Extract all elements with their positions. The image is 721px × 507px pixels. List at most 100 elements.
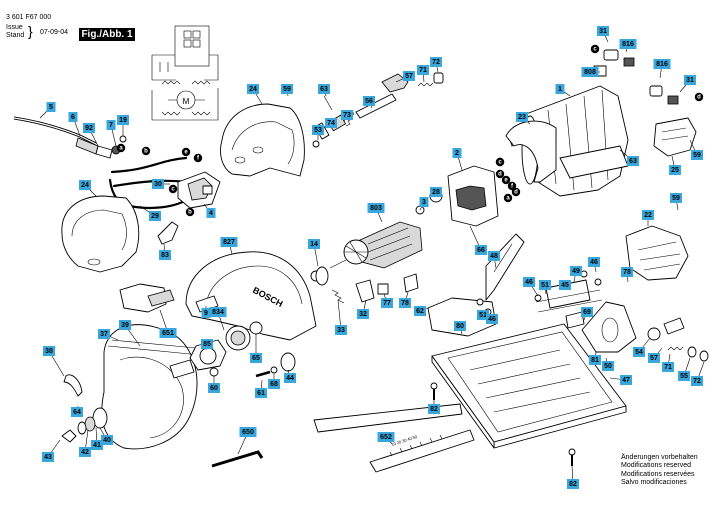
- connector-e-l: e: [181, 147, 191, 157]
- callout-92: 92: [83, 123, 95, 133]
- callout-box: [581, 307, 593, 317]
- issue-brace: }: [28, 23, 33, 39]
- callout-label: 72: [693, 378, 701, 385]
- fan-cover: [653, 117, 697, 157]
- callout-label: 61: [257, 390, 265, 397]
- doc-number: 3 601 F67 000: [6, 14, 52, 21]
- callout-box: [43, 346, 55, 356]
- callout-box: [620, 375, 632, 385]
- callout-82a: 82: [428, 404, 440, 414]
- callout-box: [428, 404, 440, 414]
- callout-label: 651: [162, 330, 174, 337]
- callout-label: 803: [370, 205, 382, 212]
- connector-b-l: b: [141, 146, 151, 156]
- callout-box: [597, 26, 609, 36]
- callout-box: [539, 280, 551, 290]
- callout-label: 30: [154, 181, 162, 188]
- callout-9: 9: [201, 308, 211, 318]
- callout-box: [239, 427, 257, 437]
- callout-42: 42: [79, 447, 91, 457]
- callout-label: 38: [45, 348, 53, 355]
- connector-letter: a: [506, 195, 510, 201]
- callout-7: 7: [106, 120, 116, 130]
- callout-box: [454, 321, 466, 331]
- callout-box: [691, 150, 703, 160]
- callout-74: 74: [325, 118, 337, 128]
- callout-73: 73: [341, 110, 353, 120]
- callout-box: [653, 59, 671, 69]
- connector-letter: e: [184, 149, 188, 155]
- callout-57a: 57: [403, 71, 415, 81]
- connector-letter: e: [504, 177, 508, 183]
- callout-81: 81: [589, 355, 601, 365]
- callout-label: 72: [432, 59, 440, 66]
- callout-63b: 63: [627, 156, 639, 166]
- callout-label: 37: [100, 331, 108, 338]
- callout-69: 69: [581, 307, 593, 317]
- callout-51a: 51: [539, 280, 551, 290]
- callout-label: 60: [210, 385, 218, 392]
- callout-label: 650: [242, 429, 254, 436]
- gear-assembly: [169, 321, 263, 379]
- callout-71a: 71: [417, 65, 429, 75]
- connector-c-tr1: c: [590, 44, 600, 54]
- connector-dot: [495, 169, 505, 179]
- callout-24a: 24: [247, 84, 259, 94]
- callout-box: [159, 250, 171, 260]
- callout-49: 49: [570, 266, 582, 276]
- callout-box: [318, 84, 330, 94]
- callout-box: [98, 329, 110, 339]
- callout-label: 816: [622, 41, 634, 48]
- connector-letter: a: [119, 145, 123, 151]
- callout-box: [325, 118, 337, 128]
- callout-label: 827: [223, 239, 235, 246]
- callout-label: 834: [212, 309, 224, 316]
- depth-stop-bracket: [403, 233, 525, 337]
- callout-box: [381, 298, 393, 308]
- callout-31b: 31: [684, 75, 696, 85]
- callout-box: [691, 376, 703, 386]
- callout-box: [250, 353, 262, 363]
- callout-54: 54: [633, 347, 645, 357]
- callout-box: [419, 197, 429, 207]
- callout-83: 83: [159, 250, 171, 260]
- callout-box: [367, 203, 385, 213]
- callout-box: [581, 67, 599, 77]
- callout-label: 42: [81, 449, 89, 456]
- connector-dot: [181, 147, 191, 157]
- callout-label: 78: [401, 300, 409, 307]
- callout-box: [475, 245, 487, 255]
- callout-box: [633, 347, 645, 357]
- callout-box: [71, 407, 83, 417]
- callout-label: 82: [569, 481, 577, 488]
- callout-box: [255, 388, 267, 398]
- callout-652: 652: [377, 432, 395, 442]
- connector-dot: [503, 193, 513, 203]
- callout-box: [79, 180, 91, 190]
- callout-box: [684, 75, 696, 85]
- callout-37: 37: [98, 329, 110, 339]
- callout-64: 64: [71, 407, 83, 417]
- callout-label: 816: [656, 61, 668, 68]
- callout-78b: 78: [399, 298, 411, 308]
- callout-label: 9: [204, 310, 208, 317]
- callout-56: 56: [363, 96, 375, 106]
- note-en: Modifications reserved: [621, 462, 692, 470]
- connector-f-m: f: [507, 181, 517, 191]
- callout-box: [477, 310, 489, 320]
- callout-2: 2: [452, 148, 462, 158]
- wiring-schematic: M: [151, 25, 219, 121]
- callout-66: 66: [475, 245, 487, 255]
- callout-28: 28: [430, 187, 442, 197]
- callout-label: 46: [488, 316, 496, 323]
- callout-label: 49: [572, 268, 580, 275]
- dust-nozzle: [119, 283, 175, 313]
- callout-label: 92: [85, 125, 93, 132]
- callout-50: 50: [602, 361, 614, 371]
- connector-dot: [193, 153, 203, 163]
- callout-77: 77: [381, 298, 393, 308]
- callout-box: [312, 125, 324, 135]
- hinge-parts: [534, 270, 603, 329]
- callout-816a: 816: [619, 39, 637, 49]
- callout-51b: 51: [477, 310, 489, 320]
